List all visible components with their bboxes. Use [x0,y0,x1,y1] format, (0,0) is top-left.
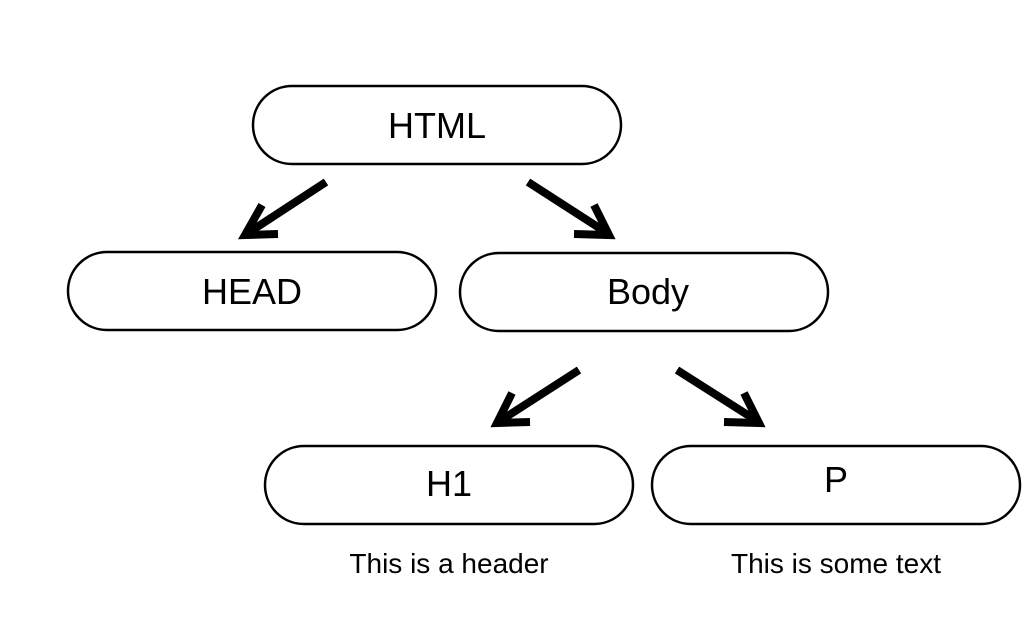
node-body-box [458,251,830,333]
arrow-body-to-h1-shaft [500,366,582,423]
arrow-html-to-head-head [238,203,279,240]
arrow-body-to-h1 [490,366,582,428]
node-head: HEAD [66,250,438,332]
arrow-html-to-body-shaft [525,178,607,235]
node-html: HTML [251,84,623,166]
arrow-body-to-h1-head [490,391,531,428]
arrow-html-to-head-shaft [248,178,329,235]
node-p-label: P [824,459,848,500]
node-p-box [650,444,1022,526]
node-body-label: Body [607,271,689,312]
node-body: Body [458,251,830,333]
node-head-box [66,250,438,332]
node-p: P This is some text [650,444,1022,579]
arrow-html-to-head [238,178,329,240]
arrow-body-to-p-shaft [674,366,757,423]
arrow-html-to-body [525,178,616,240]
node-html-label: HTML [388,105,486,146]
node-h1-label: H1 [426,463,472,504]
arrow-body-to-p-head [723,391,766,428]
node-html-box [251,84,623,166]
node-h1-box [263,444,635,526]
node-head-label: HEAD [202,271,302,312]
node-h1-caption: This is a header [349,548,548,579]
node-p-caption: This is some text [731,548,941,579]
arrow-body-to-p [674,366,766,428]
node-h1: H1 This is a header [263,444,635,579]
arrow-html-to-body-head [573,203,616,240]
